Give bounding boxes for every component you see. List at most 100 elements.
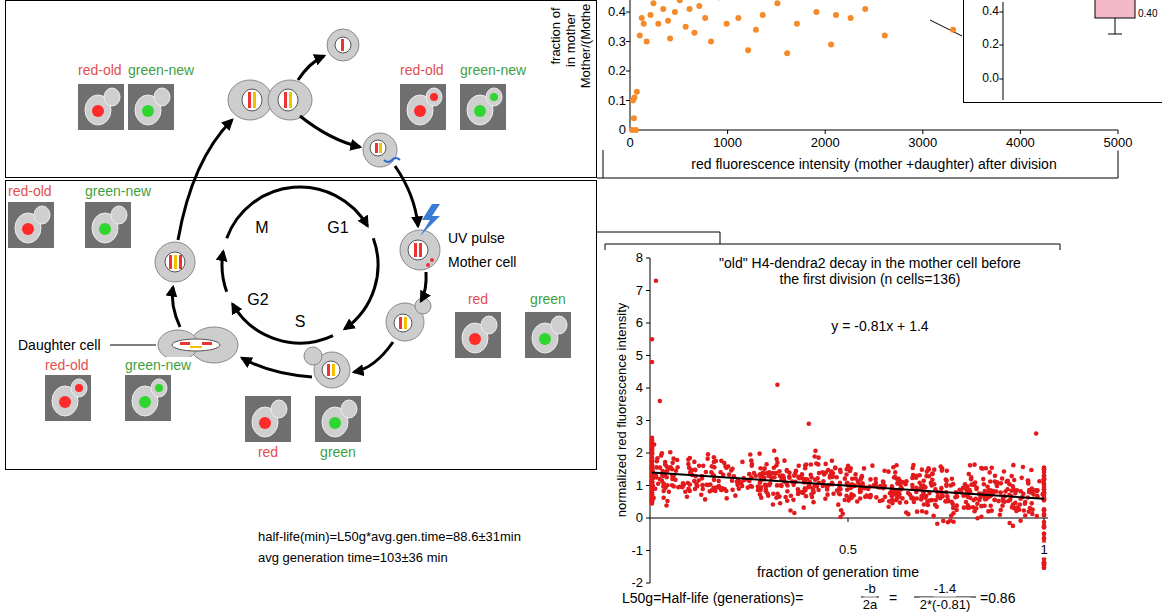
decay-dot — [1021, 465, 1026, 470]
decay-dot — [724, 496, 729, 501]
scatter-dot — [708, 39, 714, 45]
decay-dot — [779, 484, 784, 489]
chart-label: 5 — [636, 348, 643, 363]
decay-dot — [791, 498, 796, 503]
micrograph — [400, 84, 446, 130]
decay-dot — [772, 448, 777, 453]
decay-dot — [814, 461, 819, 466]
micrograph — [455, 312, 501, 358]
chart-label: fraction of — [549, 7, 564, 64]
decay-dot — [665, 483, 670, 488]
decay-dot — [733, 493, 738, 498]
chart-label: red fluorescence intensity (mother +daug… — [691, 156, 1056, 172]
decay-dot — [796, 492, 801, 497]
decay-dot — [922, 502, 927, 507]
decay-dot — [1019, 476, 1024, 481]
decay-dot — [758, 480, 763, 485]
decay-dot — [1000, 503, 1005, 508]
decay-dot — [758, 488, 763, 493]
decay-dot — [740, 460, 745, 465]
decay-dot — [667, 489, 672, 494]
micrograph — [111, 206, 127, 224]
decay-dot — [692, 479, 697, 484]
decay-dot — [838, 468, 843, 473]
panel-label: green-new — [85, 183, 151, 199]
cycle-arrow — [421, 272, 426, 301]
decay-dot — [762, 466, 767, 471]
decay-dot — [792, 511, 797, 516]
decay-dot — [711, 485, 716, 490]
panel-label: red-old — [400, 62, 444, 78]
decay-dot — [665, 499, 670, 504]
yeast-cell — [332, 364, 335, 376]
decay-dot — [670, 461, 675, 466]
micrograph — [71, 379, 87, 397]
scatter-dot — [745, 47, 751, 53]
decay-dot — [797, 476, 802, 481]
chart-label: 2a — [863, 598, 877, 613]
micrograph — [341, 400, 357, 418]
decay-dot — [759, 495, 764, 500]
scatter-dot — [648, 12, 654, 18]
decay-dot — [955, 494, 960, 499]
decay-dot — [699, 492, 704, 497]
yeast-cell — [384, 158, 400, 162]
decay-dot — [967, 488, 972, 493]
decay-axes — [646, 258, 1048, 583]
decay-dot — [825, 487, 830, 492]
scatter-dot — [784, 50, 790, 56]
decay-dot — [1042, 512, 1047, 517]
decay-dot — [658, 399, 663, 404]
decay-dot — [785, 498, 790, 503]
decay-dot — [650, 441, 655, 446]
yeast-cell — [327, 364, 330, 376]
decay-dot — [931, 514, 936, 519]
decay-dot — [810, 495, 815, 500]
scatter-dot — [644, 39, 650, 45]
scatter-dot — [735, 15, 741, 21]
decay-dot — [1031, 492, 1036, 497]
decay-axes — [646, 258, 1044, 583]
decay-dot — [987, 470, 992, 475]
scatter-dot — [641, 21, 647, 27]
decay-dot — [673, 478, 678, 483]
leader-line — [597, 150, 1118, 178]
scatter-dot — [687, 6, 693, 12]
panel-label: green-new — [128, 62, 194, 78]
panel-box: red-oldgreen-newMG1UV pulseMother cellre… — [5, 180, 597, 470]
decay-dot — [650, 440, 655, 445]
decay-dot — [813, 477, 818, 482]
decay-dot — [775, 382, 780, 387]
decay-dot — [779, 483, 784, 488]
micrograph — [469, 333, 481, 345]
scatter-dot — [716, 0, 722, 1]
panel-label: M — [255, 219, 268, 237]
micrograph — [329, 417, 341, 429]
decay-dot — [787, 475, 792, 480]
decay-dot — [940, 466, 945, 471]
decay-dot — [654, 475, 659, 480]
panel-label: Daughter cell — [18, 337, 101, 353]
decay-dot — [999, 481, 1004, 486]
yeast-cell — [341, 39, 344, 51]
decay-dot — [842, 498, 847, 503]
decay-dot — [1042, 562, 1047, 567]
micrograph — [128, 84, 174, 130]
yeast-cell — [414, 243, 417, 257]
decay-dot — [924, 510, 929, 515]
decay-dot — [650, 337, 655, 342]
decay-dot — [693, 468, 698, 473]
decay-dot — [676, 485, 681, 490]
decay-dot — [927, 498, 932, 503]
panel-label: red — [258, 444, 278, 460]
decay-dot — [911, 463, 916, 468]
decay-dot — [981, 477, 986, 482]
decay-dot — [930, 478, 935, 483]
cell-cycle-ring — [227, 187, 368, 238]
decay-dot — [845, 487, 850, 492]
decay-dot — [719, 459, 724, 464]
decay-dot — [906, 512, 911, 517]
yeast-cell — [426, 263, 430, 267]
micrograph — [45, 375, 91, 421]
decay-dot — [675, 465, 680, 470]
